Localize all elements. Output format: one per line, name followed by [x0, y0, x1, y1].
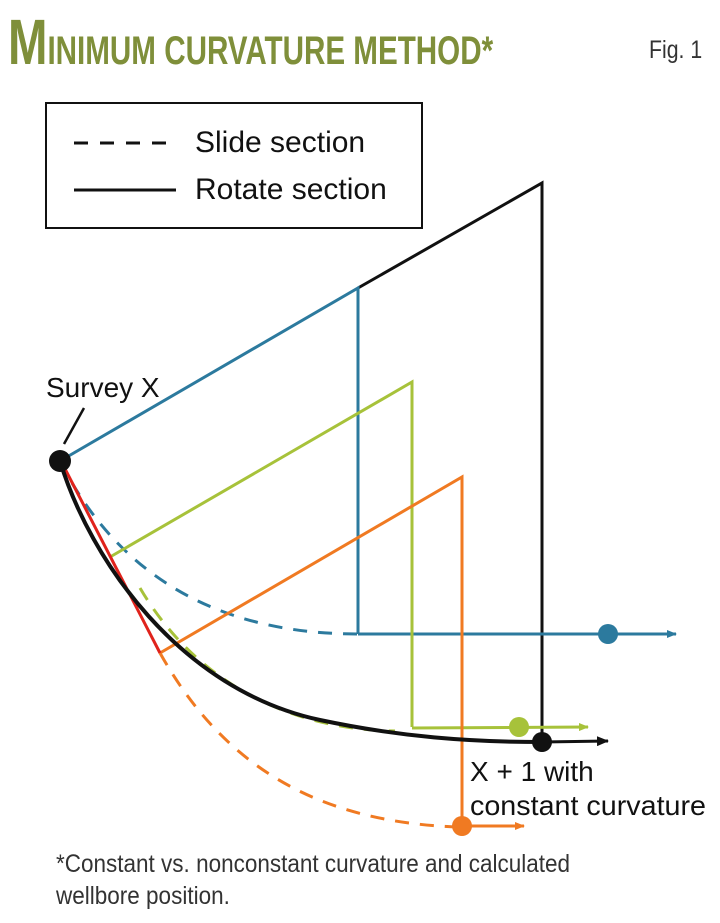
legend: Slide section Rotate section [45, 102, 423, 229]
black-arrow-line [541, 736, 609, 747]
legend-box [45, 102, 423, 229]
blue-slide-curve [58, 460, 359, 636]
legend-label-slide: Slide section [195, 126, 365, 159]
survey-point-group: Survey X [46, 372, 160, 472]
orange-slide-curve [158, 652, 459, 829]
survey-label: Survey X [46, 372, 160, 403]
green-position-dot [509, 717, 529, 737]
blue-construction [58, 285, 677, 644]
target-point [532, 732, 552, 752]
survey-pointer-line [62, 407, 86, 445]
target-label-line1: X + 1 with [470, 756, 594, 787]
blue-rotate-line [59, 285, 360, 634]
footnote: *Constant vs. nonconstant curvature and … [56, 850, 571, 910]
green-rotate-line [109, 379, 414, 727]
legend-label-rotate: Rotate section [195, 173, 387, 206]
orange-construction [158, 474, 525, 836]
blue-position-dot [598, 624, 618, 644]
constant-curvature-path [58, 460, 609, 752]
black-construction-line [357, 180, 544, 742]
orange-rotate-line [159, 474, 464, 826]
survey-point [49, 450, 71, 472]
orange-position-dot [452, 816, 472, 836]
target-label-line2: constant curvature [470, 790, 706, 821]
black-construction [357, 180, 544, 742]
green-construction [109, 379, 589, 737]
red-tangent-line [60, 462, 162, 654]
diagram-title: MINIMUM CURVATURE METHOD* [8, 6, 494, 78]
green-arrow-line [411, 723, 589, 732]
figure-label: Fig. 1 [649, 36, 703, 64]
black-curvature-arc [58, 460, 543, 744]
